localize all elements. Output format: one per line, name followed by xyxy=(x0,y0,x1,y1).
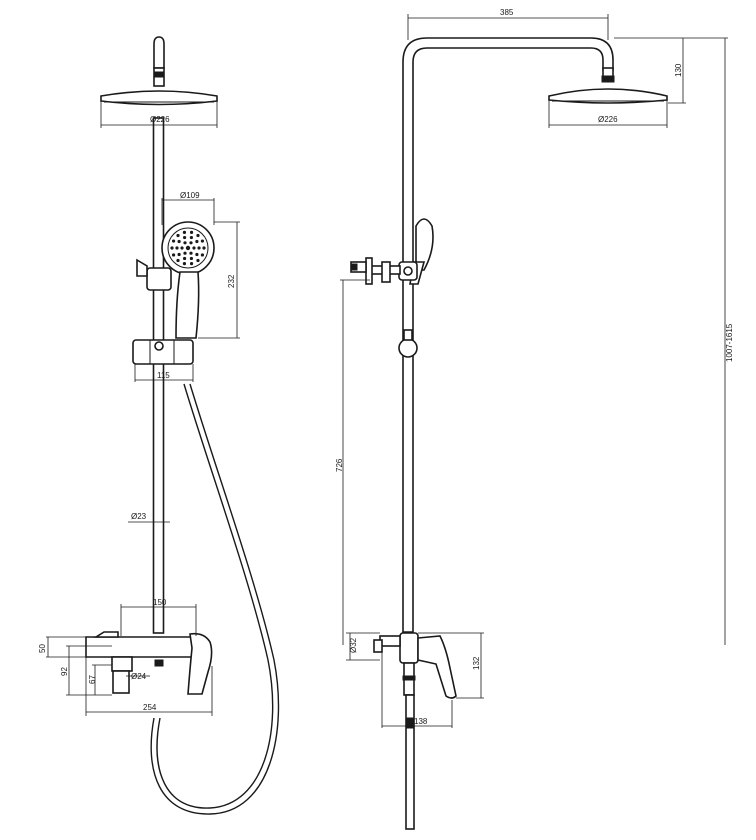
label-hand-shower-dia: Ø109 xyxy=(180,191,200,200)
label-arm-reach: 385 xyxy=(500,8,514,17)
label-side-mixer-depth: 138 xyxy=(414,717,428,726)
side-mixer-body xyxy=(399,632,419,664)
label-rail-dia: Ø23 xyxy=(131,512,147,521)
mixer-spout xyxy=(111,656,133,672)
nozzle-dot xyxy=(183,256,187,261)
nozzle-dot xyxy=(170,246,174,250)
side-bracket-pin xyxy=(381,261,391,283)
nozzle-dot xyxy=(202,246,206,250)
shower-hose xyxy=(156,383,274,809)
nozzle-dot xyxy=(189,230,194,234)
label-height-range: 1007-1615 xyxy=(725,323,734,362)
label-mixer-width: 150 xyxy=(153,598,167,607)
side-hand-shower xyxy=(415,218,434,271)
hand-shower-handle xyxy=(175,271,200,339)
nozzle-dot xyxy=(182,230,187,234)
side-wall-nut-dark xyxy=(350,263,358,271)
nozzle-dot xyxy=(182,262,187,266)
nozzle-dot xyxy=(196,258,200,263)
nozzle-dot xyxy=(189,251,193,255)
nozzle-dot xyxy=(183,241,187,245)
side-mixer-lever xyxy=(417,635,457,699)
side-view: 385 130 Ø226 1007-1615 726 xyxy=(335,8,734,830)
label-spout-dia: Ø24 xyxy=(131,672,147,681)
label-rain-head-dia: Ø226 xyxy=(150,115,170,124)
label-mixer-height: 50 xyxy=(38,644,47,653)
nozzle-dot xyxy=(189,235,193,240)
riser-arm xyxy=(402,37,614,633)
nozzle-dot xyxy=(177,239,181,244)
label-spout-height: 67 xyxy=(88,675,97,684)
side-outlet-tip xyxy=(406,717,414,729)
slide-bracket-upper xyxy=(146,267,172,291)
nozzle-dot xyxy=(183,251,187,255)
nozzle-dot xyxy=(195,239,199,244)
side-bracket-knob xyxy=(403,266,413,276)
hose-connector xyxy=(154,659,164,667)
nozzle-dot xyxy=(197,246,201,250)
nozzle-dot xyxy=(200,239,205,243)
label-connector-dia: Ø32 xyxy=(349,637,358,653)
rain-head-nut xyxy=(154,71,164,78)
nozzle-dot xyxy=(185,245,191,251)
label-spout-drop: 92 xyxy=(60,667,69,676)
nozzle-dot xyxy=(176,233,180,238)
label-overall-width: 254 xyxy=(143,703,157,712)
label-side-rain-dia: Ø226 xyxy=(598,115,618,124)
label-holder-offset: 115 xyxy=(157,371,170,380)
label-head-drop: 130 xyxy=(674,63,683,77)
side-holder-tab xyxy=(403,329,413,341)
hand-shower-holder xyxy=(132,339,194,365)
side-rain-nut xyxy=(601,75,615,83)
hand-shower-nozzles xyxy=(170,230,206,266)
label-side-mixer-height: 132 xyxy=(472,656,481,670)
side-wall-elbow xyxy=(379,635,401,647)
nozzle-dot xyxy=(189,262,194,266)
nozzle-dot xyxy=(195,252,199,257)
hand-shower-face-ring xyxy=(167,227,209,269)
nozzle-dot xyxy=(189,241,193,245)
nozzle-dot xyxy=(189,256,193,261)
slide-bracket-knob xyxy=(136,258,148,277)
nozzle-dot xyxy=(177,252,181,257)
side-outlet xyxy=(405,694,415,830)
mixer-lever xyxy=(187,632,213,695)
front-view: Ø226 Ø109 232 115 Ø23 xyxy=(38,36,280,815)
nozzle-dot xyxy=(171,239,176,243)
nozzle-dot xyxy=(171,253,176,257)
label-holder-height: 726 xyxy=(335,458,344,472)
mixer-diverter xyxy=(93,631,119,638)
nozzle-dot xyxy=(200,253,205,257)
holder-screw xyxy=(154,341,164,351)
nozzle-dot xyxy=(192,246,196,250)
label-hand-shower-length: 232 xyxy=(227,274,236,288)
shower-hose-inner xyxy=(150,383,280,815)
nozzle-dot xyxy=(180,246,184,250)
mixer-spout-outlet xyxy=(112,670,130,694)
side-elbow-nut xyxy=(373,639,383,653)
side-spout-ring xyxy=(402,675,416,681)
riser-rail xyxy=(152,117,165,634)
mixer-body xyxy=(85,636,206,658)
nozzle-dot xyxy=(183,235,187,240)
side-hand-holder xyxy=(398,338,418,358)
riser-top-cap xyxy=(153,36,165,69)
nozzle-dot xyxy=(175,246,179,250)
nozzle-dot xyxy=(176,258,180,263)
nozzle-dot xyxy=(196,233,200,238)
